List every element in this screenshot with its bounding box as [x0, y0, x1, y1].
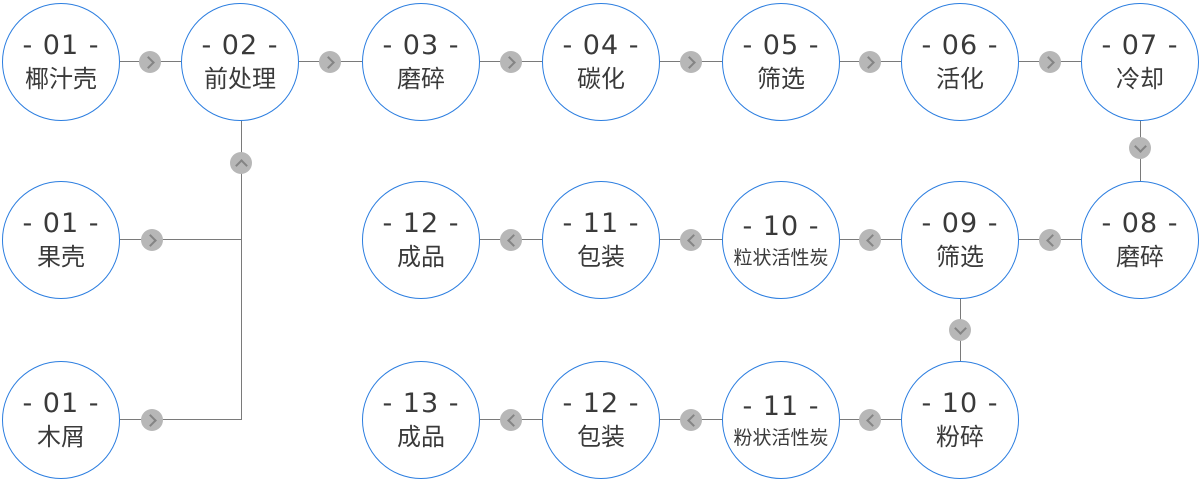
node-number: - 11 -: [562, 207, 640, 239]
chevron-glyph: [234, 158, 248, 172]
node-12-finished-product: - 12 - 成品: [362, 181, 480, 299]
arrow-down-icon: [1129, 137, 1151, 159]
node-number: - 05 -: [742, 29, 820, 61]
chevron-glyph: [506, 233, 520, 247]
node-07-cooling: - 07 - 冷却: [1081, 3, 1199, 121]
node-number: - 04 -: [562, 29, 640, 61]
arrow-right-icon: [1039, 51, 1061, 73]
arrow-left-icon: [859, 409, 881, 431]
node-01-nut-shell: - 01 - 果壳: [2, 181, 120, 299]
arrow-left-icon: [680, 409, 702, 431]
chevron-glyph: [506, 413, 520, 427]
chevron-glyph: [861, 55, 875, 69]
arrow-down-icon: [949, 319, 971, 341]
node-label: 包装: [577, 423, 625, 452]
node-13-finished-product: - 13 - 成品: [362, 361, 480, 479]
chevron-glyph: [141, 55, 155, 69]
node-06-activation: - 06 - 活化: [901, 3, 1019, 121]
node-label: 粉状活性炭: [733, 426, 829, 449]
chevron-glyph: [143, 233, 157, 247]
node-label: 粒状活性炭: [733, 246, 829, 269]
node-label: 粉碎: [936, 423, 984, 452]
node-03-grinding: - 03 - 磨碎: [362, 3, 480, 121]
node-02-pretreatment: - 02 - 前处理: [181, 3, 299, 121]
node-number: - 10 -: [921, 387, 999, 419]
node-label: 磨碎: [1116, 243, 1164, 272]
node-label: 成品: [397, 243, 445, 272]
node-label: 成品: [397, 423, 445, 452]
node-09-screening: - 09 - 筛选: [901, 181, 1019, 299]
node-number: - 09 -: [921, 207, 999, 239]
node-12-packaging: - 12 - 包装: [542, 361, 660, 479]
arrow-right-icon: [859, 51, 881, 73]
node-number: - 07 -: [1101, 29, 1179, 61]
node-label: 磨碎: [397, 65, 445, 94]
node-number: - 03 -: [382, 29, 460, 61]
node-08-grinding: - 08 - 磨碎: [1081, 181, 1199, 299]
node-number: - 12 -: [382, 207, 460, 239]
arrow-right-icon: [319, 51, 341, 73]
node-number: - 01 -: [22, 387, 100, 419]
node-label: 碳化: [577, 65, 625, 94]
node-number: - 02 -: [201, 29, 279, 61]
node-label: 包装: [577, 243, 625, 272]
connector-line: [241, 121, 242, 420]
arrow-left-icon: [1039, 229, 1061, 251]
connector-line: [120, 239, 242, 240]
node-11-powdered-activated-carbon: - 11 - 粉状活性炭: [722, 361, 840, 479]
node-number: - 12 -: [562, 387, 640, 419]
node-label: 椰汁壳: [25, 65, 97, 94]
chevron-glyph: [1045, 233, 1059, 247]
node-10-pulverizing: - 10 - 粉碎: [901, 361, 1019, 479]
chevron-glyph: [686, 233, 700, 247]
arrow-up-icon: [230, 152, 252, 174]
arrow-left-icon: [500, 229, 522, 251]
chevron-glyph: [686, 413, 700, 427]
chevron-glyph: [682, 55, 696, 69]
node-number: - 08 -: [1101, 207, 1179, 239]
arrow-left-icon: [859, 229, 881, 251]
node-01-coconut-shell: - 01 - 椰汁壳: [2, 3, 120, 121]
connector-line: [120, 419, 242, 420]
node-number: - 11 -: [742, 390, 820, 422]
node-label: 冷却: [1116, 65, 1164, 94]
node-label: 果壳: [37, 243, 85, 272]
node-10-granular-activated-carbon: - 10 - 粒状活性炭: [722, 181, 840, 299]
node-label: 筛选: [936, 243, 984, 272]
arrow-right-icon: [141, 229, 163, 251]
node-04-carbonization: - 04 - 碳化: [542, 3, 660, 121]
node-number: - 01 -: [22, 29, 100, 61]
arrow-right-icon: [500, 51, 522, 73]
node-number: - 06 -: [921, 29, 999, 61]
chevron-glyph: [865, 233, 879, 247]
node-label: 前处理: [204, 65, 276, 94]
chevron-glyph: [1133, 139, 1147, 153]
chevron-glyph: [502, 55, 516, 69]
chevron-glyph: [321, 55, 335, 69]
chevron-glyph: [1041, 55, 1055, 69]
arrow-right-icon: [680, 51, 702, 73]
node-11-packaging: - 11 - 包装: [542, 181, 660, 299]
arrow-left-icon: [500, 409, 522, 431]
node-number: - 01 -: [22, 207, 100, 239]
arrow-left-icon: [680, 229, 702, 251]
node-05-screening: - 05 - 筛选: [722, 3, 840, 121]
arrow-right-icon: [141, 409, 163, 431]
node-label: 木屑: [37, 423, 85, 452]
arrow-right-icon: [139, 51, 161, 73]
node-01-sawdust: - 01 - 木屑: [2, 361, 120, 479]
chevron-glyph: [953, 321, 967, 335]
node-number: - 13 -: [382, 387, 460, 419]
node-label: 筛选: [757, 65, 805, 94]
chevron-glyph: [865, 413, 879, 427]
node-number: - 10 -: [742, 210, 820, 242]
node-label: 活化: [936, 65, 984, 94]
chevron-glyph: [143, 413, 157, 427]
